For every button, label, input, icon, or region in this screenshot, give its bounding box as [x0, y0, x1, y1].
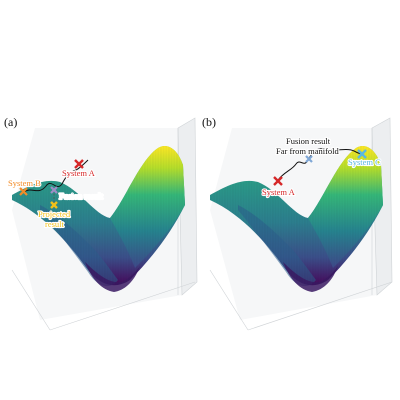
- surface-mesh-b: [210, 145, 383, 286]
- manifold-surface-a: [12, 145, 185, 292]
- system-a-marker-b: [273, 176, 283, 186]
- system-b-marker: [19, 187, 28, 196]
- surface-bottom-a: [85, 262, 140, 292]
- floor-edge-left-b: [209, 269, 249, 331]
- panel-b: (b) Fusion result Far from manifold Syst…: [202, 115, 393, 331]
- right-wall-a: [177, 117, 198, 296]
- system-b-label: System B: [8, 178, 41, 188]
- fusion-result-label-b: Fusion result: [286, 136, 331, 146]
- system-a-label-a: System A: [62, 168, 96, 178]
- trajectory-fusion-to-c-b: [313, 148, 363, 155]
- floor-edge-left-a: [11, 269, 51, 331]
- panel-label-b: (b): [202, 115, 216, 129]
- fusion-result-label-a: Fusion result: [59, 191, 104, 201]
- system-c-marker: [357, 149, 367, 159]
- system-a-marker: [74, 159, 84, 169]
- floor-edge-right-b: [247, 281, 393, 331]
- far-from-manifold-label: Far from manifold: [276, 146, 340, 156]
- panel-label-a: (a): [4, 115, 17, 129]
- projected-result-marker: [50, 201, 58, 209]
- panel-a: (a) System B System A Fusion result Proj…: [4, 115, 198, 331]
- trajectory-a-to-fusion-b: [277, 151, 315, 181]
- surface-bottom-b: [283, 262, 338, 292]
- floor-edge-right-a: [49, 281, 196, 331]
- fusion-result-marker-b: [305, 155, 313, 163]
- projected-result-label-line1: Projected: [38, 209, 71, 219]
- manifold-surface-b: [210, 145, 383, 292]
- trajectory-b-to-fusion-a: [23, 182, 63, 193]
- fusion-result-marker: [50, 186, 58, 194]
- system-c-label: System C: [348, 157, 381, 167]
- trajectory-fusion-to-a: [61, 159, 89, 185]
- projected-result-label-line2: result: [45, 219, 65, 229]
- system-a-label-b: System A: [262, 187, 296, 197]
- surface-mesh-a: [12, 145, 185, 286]
